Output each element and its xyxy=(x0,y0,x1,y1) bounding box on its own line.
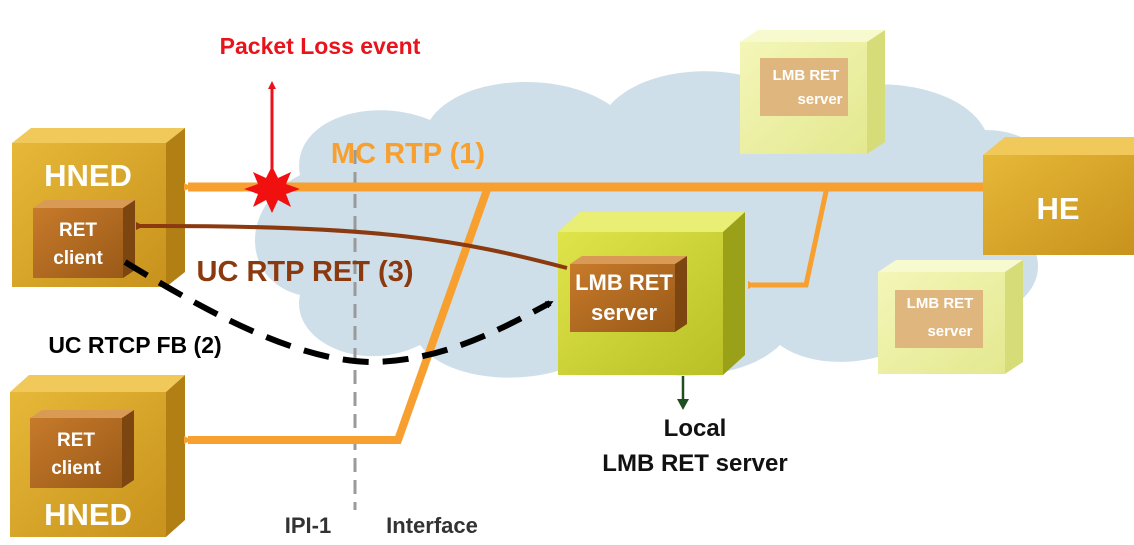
ret-client-top-line1: RET xyxy=(59,220,97,241)
mc-rtp-lmb-feed-line xyxy=(748,186,830,289)
lmb-top-right-line2: server xyxy=(797,91,842,108)
lmb-mid-right-line1: LMB RET xyxy=(907,295,974,312)
uc-rtcp-fb-label: UC RTCP FB (2) xyxy=(48,332,221,358)
local-lmb-label-line2: LMB RET server xyxy=(602,450,787,477)
hned-top-box xyxy=(12,128,185,287)
lmb-ret-main-box xyxy=(558,212,745,375)
local-lmb-pointer-head xyxy=(677,399,689,410)
packet-loss-burst-icon xyxy=(244,166,300,213)
ret-client-bottom-line1: RET xyxy=(57,430,95,451)
lmb-ret-mid-right-box xyxy=(878,260,1023,374)
lmb-mid-right-line2: server xyxy=(927,323,972,340)
hned-bottom-title: HNED xyxy=(44,497,132,532)
hned-top-title: HNED xyxy=(44,158,132,193)
ret-client-bottom-line2: client xyxy=(51,458,101,479)
ret-client-top-line2: client xyxy=(53,248,103,269)
lmb-top-right-line1: LMB RET xyxy=(773,67,840,84)
mc-rtp-label: MC RTP (1) xyxy=(331,138,485,170)
interface-label: Interface xyxy=(386,513,478,538)
local-lmb-label-line1: Local xyxy=(664,415,727,442)
he-box xyxy=(983,137,1134,255)
lmb-main-line2: server xyxy=(591,300,658,325)
ipi-label: IPI-1 xyxy=(285,513,331,538)
ret-client-top-box xyxy=(33,208,123,278)
ret-client-bottom-box xyxy=(30,418,122,488)
lmb-main-line1: LMB RET xyxy=(575,270,673,295)
uc-rtp-ret-line xyxy=(135,222,568,270)
uc-rtp-ret-label: UC RTP RET (3) xyxy=(197,256,414,288)
uc-rtcp-fb-line xyxy=(123,259,554,366)
hned-bottom-box xyxy=(10,375,185,537)
lmb-ret-top-right-box xyxy=(740,30,885,154)
he-title: HE xyxy=(1036,191,1079,226)
packet-loss-label: Packet Loss event xyxy=(220,33,421,59)
mc-rtp-branch-line xyxy=(184,185,492,444)
